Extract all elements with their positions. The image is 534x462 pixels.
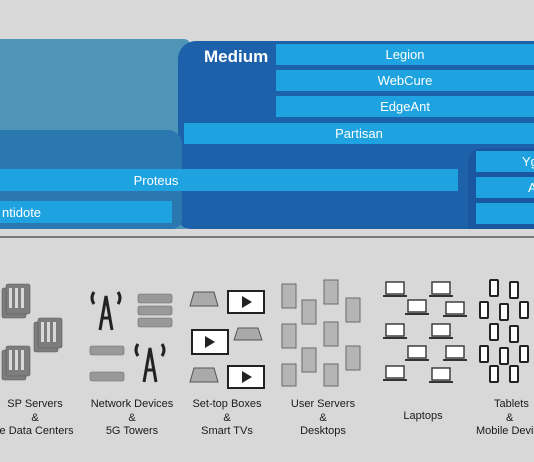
category-label-servers: SP Servers & te Data Centers: [0, 398, 90, 439]
category-line: &: [506, 411, 514, 424]
bar-label-right-2: A: [528, 180, 534, 195]
bar-label-partisan: Partisan: [335, 126, 383, 141]
bar-antidote: ntidote: [0, 201, 172, 223]
bar-edgeant: EdgeAnt: [276, 96, 534, 117]
laptop-icon: [383, 281, 467, 383]
category-line: &: [31, 411, 39, 424]
category-line: Laptops: [403, 410, 443, 422]
medium-tier-label: Medium: [204, 47, 269, 66]
divider: [0, 236, 534, 238]
category-line: te Data Centers: [0, 425, 74, 437]
bar-right-3: [476, 203, 534, 224]
desktop-tower-icon: [281, 279, 361, 387]
category-label-mobile: Tablets & Mobile Devic: [470, 398, 534, 439]
device-area: [0, 238, 534, 462]
category-line: Network Devices: [90, 398, 174, 410]
category-line: Set-top Boxes: [192, 398, 262, 410]
category-label-user-servers: User Servers & Desktops: [276, 398, 370, 439]
mobile-device-icon: [479, 279, 529, 383]
category-label-laptops: Laptops: [376, 410, 470, 424]
category-line: 5G Towers: [105, 425, 159, 437]
category-label-settop: Set-top Boxes & Smart TVs: [180, 398, 274, 439]
bar-right-1: Yg: [476, 151, 534, 172]
category-line: &: [319, 411, 327, 424]
category-line: User Servers: [290, 398, 356, 410]
bar-right-2: A: [476, 177, 534, 198]
network-tower-icon: [89, 291, 173, 383]
category-line: SP Servers: [7, 398, 63, 410]
bar-label-legion: Legion: [385, 47, 425, 62]
bar-label-webcure: WebCure: [377, 73, 433, 88]
bar-proteus: Proteus: [0, 169, 458, 191]
bar-label-edgeant: EdgeAnt: [380, 99, 430, 114]
category-label-network: Network Devices & 5G Towers: [80, 398, 184, 439]
category-line: Desktops: [300, 425, 346, 437]
category-line: &: [128, 411, 136, 424]
smart-tv-icon: [189, 290, 265, 389]
bar-label-antidote: ntidote: [2, 204, 42, 220]
category-line: Smart TVs: [201, 425, 253, 437]
server-rack-icon: [1, 283, 63, 381]
category-line: Tablets: [494, 398, 529, 410]
bar-partisan: Partisan: [184, 123, 534, 144]
category-line: Mobile Devic: [476, 425, 534, 437]
bar-label-right-1: Yg: [522, 154, 534, 169]
bar-label-proteus: Proteus: [133, 172, 179, 188]
bar-legion: Legion: [276, 44, 534, 65]
bar-webcure: WebCure: [276, 70, 534, 91]
category-line: &: [223, 411, 231, 424]
